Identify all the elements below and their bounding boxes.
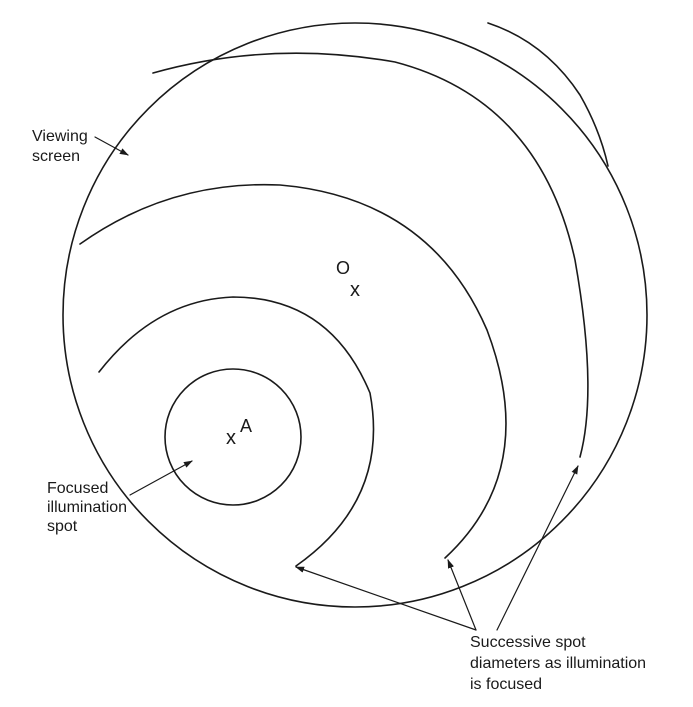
- spot-arc-2: [79, 183, 507, 559]
- successive-spots-label-line-2: diameters as illumination: [470, 655, 646, 672]
- viewing-screen-label: Viewing screen: [32, 128, 88, 165]
- focused-spot-label-line-2: illumination: [47, 499, 127, 516]
- spot-arc-1: [98, 296, 375, 567]
- viewing-screen-label-line-2: screen: [32, 148, 80, 165]
- successive-spots-arrow-3: [496, 465, 579, 631]
- focused-spot-label: Focused illumination spot: [47, 480, 127, 535]
- successive-spots-label-line-3: is focused: [470, 676, 542, 693]
- focused-spot-arrow: [129, 460, 193, 496]
- spot-arc-3: [152, 52, 589, 458]
- focused-spot-label-line-3: spot: [47, 518, 78, 535]
- viewing-screen-label-line-1: Viewing: [32, 128, 88, 145]
- center-point-marker: x: [350, 279, 360, 301]
- point-a-marker: x: [226, 427, 236, 449]
- focused-spot-circle: [164, 368, 302, 506]
- viewing-screen-arrow: [94, 136, 129, 156]
- successive-spots-arrow-2: [447, 559, 477, 631]
- spot-arc-4: [487, 22, 609, 167]
- successive-spots-label: Successive spot diameters as illuminatio…: [470, 634, 646, 693]
- focused-spot-label-line-1: Focused: [47, 480, 108, 497]
- successive-spots-label-line-1: Successive spot: [470, 634, 586, 651]
- center-point-label: O: [336, 258, 350, 278]
- point-a-label: A: [240, 416, 252, 436]
- successive-spots-arrow-1: [295, 566, 477, 631]
- viewing-screen-circle: [62, 22, 648, 608]
